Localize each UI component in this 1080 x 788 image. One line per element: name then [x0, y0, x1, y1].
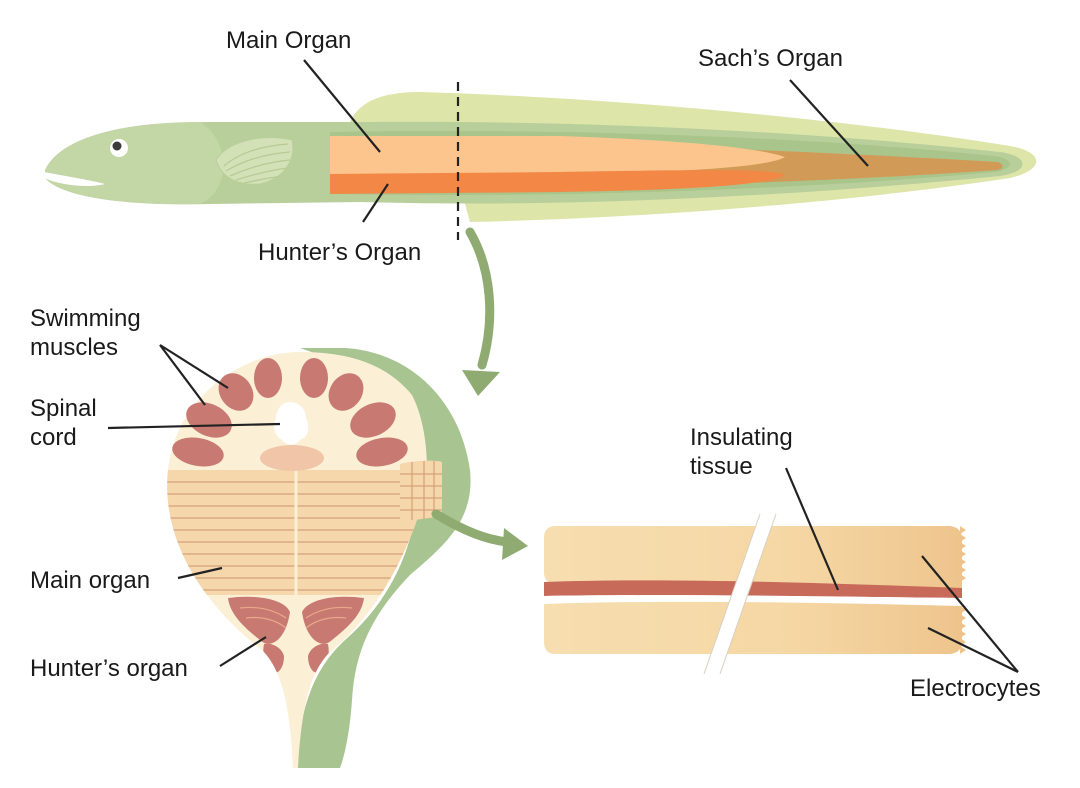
insulating-tissue-layer	[544, 580, 962, 598]
lower-electrocyte	[544, 601, 962, 654]
pectoral-fin	[215, 137, 294, 185]
cross-section-skin	[296, 348, 471, 768]
swimming-muscles-ring	[172, 358, 408, 467]
label-sachs-organ: Sach’s Organ	[698, 45, 843, 72]
label-swimming-muscles-line2: muscles	[30, 334, 119, 361]
eel-side-view	[44, 59, 1037, 240]
cross-section	[107, 344, 471, 768]
skin-grid	[400, 460, 442, 522]
hunters-organ-shape	[330, 170, 785, 194]
main-organ-shape	[330, 136, 785, 174]
label-electrocytes: Electrocytes	[910, 675, 1041, 702]
label-spinal-cord-line1: Spinal	[30, 395, 97, 422]
label-main-organ-top: Main Organ	[226, 27, 352, 54]
label-insulating-tissue-line1: Insulating	[690, 424, 793, 451]
label-main-organ-cross: Main organ	[30, 567, 151, 594]
label-insulating-tissue-line2: tissue	[690, 453, 753, 480]
label-swimming-muscles-line1: Swimming	[30, 305, 141, 332]
electrocyte-detail	[544, 467, 1019, 675]
label-spinal-cord-line2: cord	[30, 424, 77, 451]
vertebra	[260, 445, 324, 471]
arrow-to-detail	[431, 509, 528, 560]
spinal-cord-shape	[274, 402, 309, 445]
label-hunters-organ-top: Hunter’s Organ	[258, 239, 422, 266]
arrow-to-cross-section	[462, 227, 500, 396]
eel-head	[45, 122, 224, 205]
label-hunters-organ-cross: Hunter’s organ	[30, 655, 188, 682]
